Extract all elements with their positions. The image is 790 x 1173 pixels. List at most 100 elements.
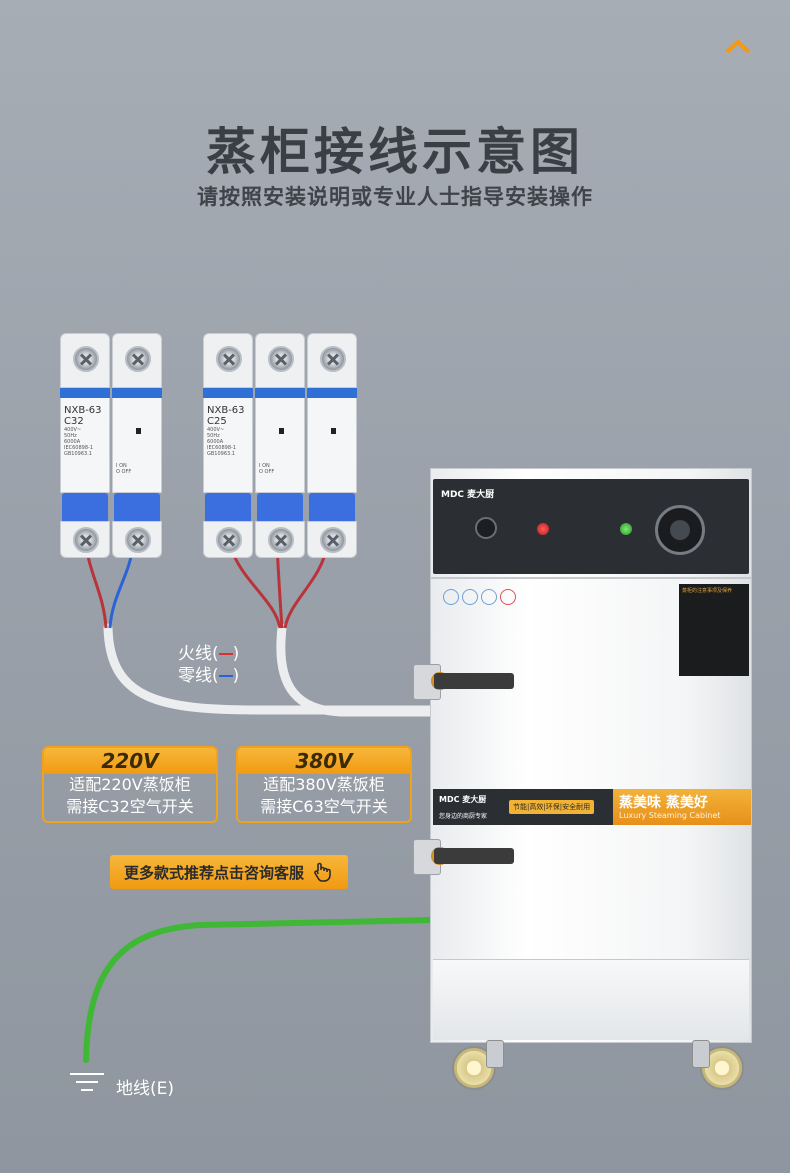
breaker-off-label: O OFF: [259, 469, 275, 475]
door-seam: [431, 577, 751, 579]
scroll-up-icon[interactable]: [723, 36, 753, 56]
cert-icon: [462, 589, 478, 605]
breaker-onoff: I ON O OFF: [116, 463, 131, 475]
notice-sticker: 蒸柜的注意事项及保养: [679, 584, 749, 676]
breaker-pole: I ON O OFF: [255, 333, 305, 558]
screw-icon: [73, 527, 99, 553]
brand-banner: MDC 麦大厨 您身边的商厨专家 节能|高效|环保|安全耐用 蒸美味 蒸美好 L…: [433, 789, 751, 825]
screw-icon: [125, 346, 151, 372]
screw-icon: [73, 346, 99, 372]
breaker-onoff: I ON O OFF: [259, 463, 274, 475]
breaker-model: NXB-63: [207, 405, 245, 416]
banner-logo: MDC 麦大厨: [439, 795, 487, 804]
breaker-label: NXB-63 C32 400V~ 50Hz 6000A IEC60898-1 G…: [64, 405, 102, 457]
breaker-spec: 400V~: [207, 427, 225, 433]
card-voltage: 380V: [238, 748, 410, 774]
wire-legend: 火线() 零线(): [178, 643, 239, 687]
ground-label: 地线(E): [116, 1079, 175, 1099]
breaker-pole: [307, 333, 357, 558]
breaker-label: NXB-63 C25 400V~ 50Hz 6000A IEC60898-1 G…: [207, 405, 245, 457]
ground-wire: [83, 917, 435, 1063]
legend-close-paren: ): [232, 666, 240, 686]
main-cable-3phase: [276, 623, 437, 717]
card-line1: 适配380V蒸饭柜: [263, 775, 385, 794]
breaker-spec: GB10963.1: [64, 451, 92, 457]
legend-live: 火线(): [178, 643, 239, 665]
indicator-window: [279, 428, 284, 434]
warning-icon: [500, 589, 516, 605]
screw-icon: [216, 346, 242, 372]
tap-hand-icon: [314, 862, 331, 882]
breaker-on-label: I ON: [116, 463, 127, 469]
screw-icon: [125, 527, 151, 553]
legend-neutral-label: 零线(: [178, 666, 219, 686]
breaker-on-label: I ON: [259, 463, 270, 469]
breaker-rating: C32: [64, 416, 84, 427]
breaker-lever[interactable]: [62, 493, 108, 523]
banner-tags: 节能|高效|环保|安全耐用: [509, 800, 595, 814]
breaker-c25: NXB-63 C25 400V~ 50Hz 6000A IEC60898-1 G…: [203, 333, 359, 558]
indicator-window: [136, 428, 141, 434]
cert-icon: [481, 589, 497, 605]
wheel-bracket: [486, 1040, 504, 1068]
breaker-off-label: O OFF: [116, 469, 132, 475]
breaker-rating: C25: [207, 416, 227, 427]
certification-stickers: [443, 589, 538, 609]
cert-icon: [443, 589, 459, 605]
breaker-spec: 6000A: [207, 439, 224, 445]
breaker-spec: GB10963.1: [207, 451, 235, 457]
card-line1: 适配220V蒸饭柜: [69, 775, 191, 794]
breaker-model: NXB-63: [64, 405, 102, 416]
screw-icon: [268, 346, 294, 372]
wheel-bracket: [692, 1040, 710, 1068]
page-subtitle: 请按照安装说明或专业人士指导安装操作: [197, 185, 593, 209]
ground-icon: [70, 1073, 104, 1091]
legend-live-label: 火线(: [178, 644, 219, 664]
breaker-spec: 400V~: [64, 427, 82, 433]
breaker-c32: NXB-63 C32 400V~ 50Hz 6000A IEC60898-1 G…: [60, 333, 164, 558]
breaker-spec: 6000A: [64, 439, 81, 445]
power-knob[interactable]: [475, 517, 497, 539]
breaker-pole: NXB-63 C32 400V~ 50Hz 6000A IEC60898-1 G…: [60, 333, 110, 558]
breaker-pole: NXB-63 C25 400V~ 50Hz 6000A IEC60898-1 G…: [203, 333, 253, 558]
screw-icon: [216, 527, 242, 553]
control-panel: MDC 麦大厨: [433, 479, 749, 574]
live-color-swatch: [218, 653, 233, 655]
steam-cabinet: MDC 麦大厨 蒸柜的注意事项及保养 MDC 麦大厨 您身边的商厨专家 节能|高…: [413, 468, 752, 1043]
screw-icon: [320, 346, 346, 372]
screw-icon: [320, 527, 346, 553]
breaker-spec: IEC60898-1: [64, 445, 94, 451]
page-title: 蒸柜接线示意图: [206, 123, 584, 181]
breaker-lever[interactable]: [205, 493, 251, 523]
breaker-spec: 50Hz: [207, 433, 220, 439]
neutral-color-swatch: [218, 675, 233, 677]
panel-logo: MDC 麦大厨: [441, 490, 495, 500]
banner-sub: Luxury Steaming Cabinet: [619, 811, 721, 820]
breaker-lever[interactable]: [114, 493, 160, 523]
consult-label: 更多款式推荐点击咨询客服: [123, 863, 304, 882]
legend-neutral: 零线(): [178, 665, 239, 687]
banner-slogan: 您身边的商厨专家: [439, 813, 488, 820]
screw-icon: [268, 527, 294, 553]
breaker-pole: I ON O OFF: [112, 333, 162, 558]
bottom-drawer: [433, 959, 749, 1040]
timer-dial[interactable]: [655, 505, 705, 555]
working-lamp: [620, 523, 632, 535]
breaker-spec: IEC60898-1: [207, 445, 237, 451]
card-line2: 需接C63空气开关: [260, 797, 388, 816]
door-handle[interactable]: [434, 673, 514, 689]
legend-close-paren: ): [232, 644, 240, 664]
card-380v: 380V 适配380V蒸饭柜 需接C63空气开关: [236, 746, 412, 823]
door-handle[interactable]: [434, 848, 514, 864]
breaker-spec: 50Hz: [64, 433, 77, 439]
card-220v: 220V 适配220V蒸饭柜 需接C32空气开关: [42, 746, 218, 823]
banner-main: 蒸美味 蒸美好: [619, 795, 708, 811]
breaker-lever[interactable]: [257, 493, 303, 523]
breaker-lever[interactable]: [309, 493, 355, 523]
card-line2: 需接C32空气开关: [66, 797, 194, 816]
consult-button[interactable]: 更多款式推荐点击咨询客服: [110, 855, 348, 889]
notice-title: 蒸柜的注意事项及保养: [682, 588, 733, 594]
main-cable: [103, 623, 437, 715]
power-lamp: [537, 523, 549, 535]
indicator-window: [331, 428, 336, 434]
